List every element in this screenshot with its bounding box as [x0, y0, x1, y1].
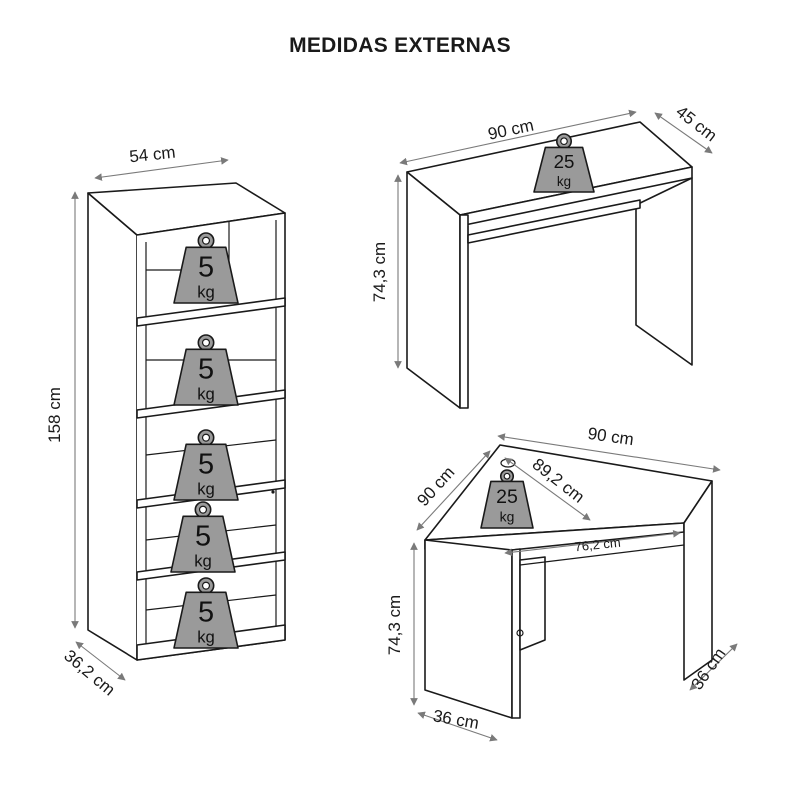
weight-value: 5: [198, 353, 214, 385]
weight-value: 5: [198, 251, 214, 283]
weight-unit: kg: [197, 627, 215, 646]
weight-unit: kg: [500, 508, 515, 524]
weight-value: 25: [496, 486, 518, 508]
desk-height-label: 74,3 cm: [370, 242, 389, 302]
page-title: MEDIDAS EXTERNAS: [289, 34, 511, 57]
bookcase-width-label: 54 cm: [128, 143, 176, 167]
weight-unit: kg: [197, 384, 215, 403]
weight-icon: [173, 443, 239, 501]
desk-depth-label: 45 cm: [672, 102, 720, 145]
bookcase-depth-label: 36,2 cm: [60, 646, 119, 699]
weight-icon: [533, 146, 595, 193]
corner-front-label: 76,2 cm: [574, 535, 622, 555]
weight-unit: kg: [197, 282, 215, 301]
weight-unit: kg: [197, 479, 215, 498]
bookcase-weight-5: 5kg: [173, 577, 239, 649]
corner-width-label: 90 cm: [587, 424, 635, 449]
weight-icon: [173, 246, 239, 304]
desk-weight: 25 kg: [533, 133, 595, 193]
weight-icon: [173, 591, 239, 649]
weight-value: 5: [198, 448, 214, 480]
bookcase-height-label: 158 cm: [45, 387, 64, 443]
bookcase-weight-1: 5kg: [173, 232, 239, 304]
weight-unit: kg: [194, 551, 212, 570]
weight-icon: [173, 348, 239, 406]
weight-value: 5: [195, 520, 211, 552]
weight-icon: [480, 480, 534, 529]
corner-depth-left-label: 36 cm: [432, 706, 481, 733]
weight-unit: kg: [557, 174, 571, 189]
corner-side-label: 90 cm: [413, 463, 458, 510]
weight-value: 25: [554, 151, 575, 172]
bookcase-weight-2: 5kg: [173, 334, 239, 406]
weight-icon: [170, 515, 236, 573]
bookcase-weight-4: 5kg: [170, 501, 236, 573]
weight-value: 5: [198, 596, 214, 628]
corner-height-label: 74,3 cm: [385, 595, 404, 655]
bookcase-weight-3: 5kg: [173, 429, 239, 501]
